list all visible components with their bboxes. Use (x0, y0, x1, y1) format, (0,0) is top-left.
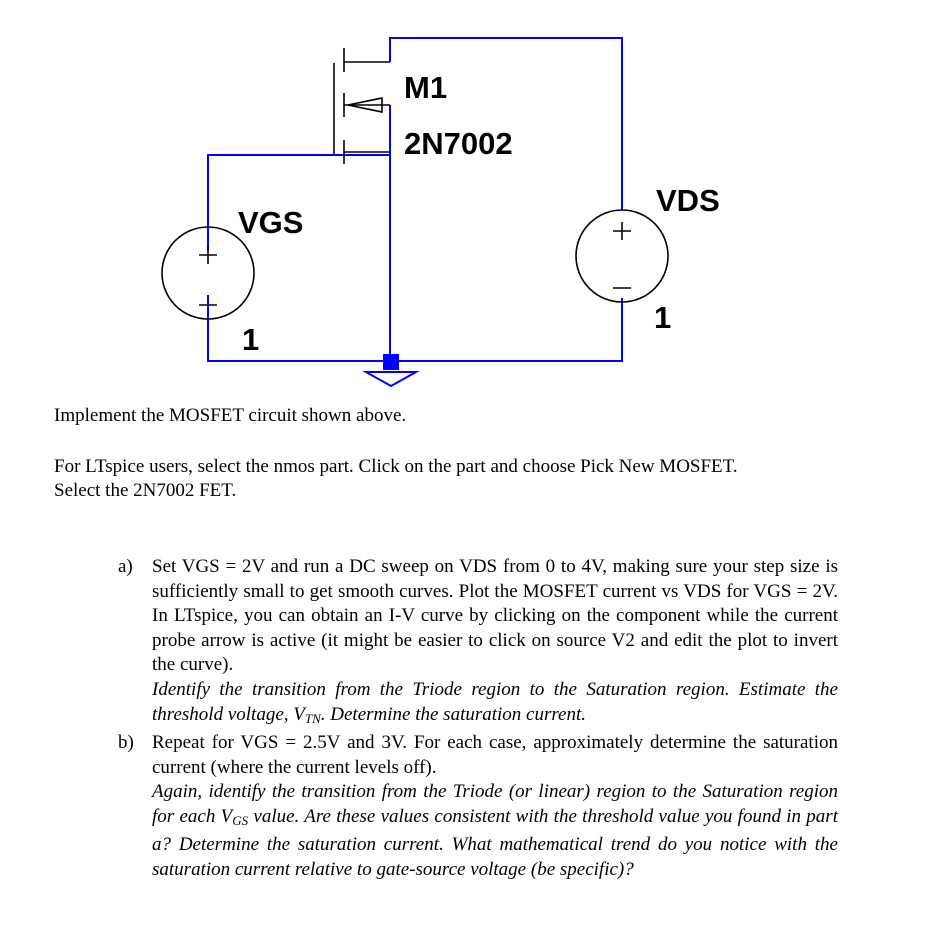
vgs-value-label: 1 (242, 322, 259, 357)
vgs-source-symbol (161, 226, 255, 320)
question-a-marker: a) (118, 556, 133, 577)
question-a-italic: Identify the transition from the Triode … (152, 678, 838, 726)
mosfet-symbol (333, 48, 390, 164)
question-a-text: Set VGS = 2V and run a DC sweep on VDS f… (152, 556, 838, 676)
circuit-schematic: M1 2N7002 VGS 1 VDS 1 (161, 37, 720, 388)
vds-value-label: 1 (654, 300, 671, 335)
ltspice-instructions: For LTspice users, select the nmos part.… (54, 455, 738, 503)
question-b-text: Repeat for VGS = 2.5V and 3V. For each c… (152, 732, 838, 778)
question-b: b) Repeat for VGS = 2.5V and 3V. For eac… (118, 731, 838, 883)
question-b-italic: Again, identify the transition from the … (152, 781, 838, 880)
vds-name-label: VDS (656, 183, 720, 218)
circuit-wires (207, 37, 623, 362)
mosfet-model-label: 2N7002 (404, 126, 513, 161)
ltspice-instructions-line1: For LTspice users, select the nmos part.… (54, 456, 738, 477)
question-b-marker: b) (118, 732, 134, 753)
vgs-name-label: VGS (238, 205, 303, 240)
vds-source-symbol (575, 209, 669, 303)
mosfet-name-label: M1 (404, 70, 447, 105)
question-a: a) Set VGS = 2V and run a DC sweep on VD… (118, 555, 838, 731)
ltspice-instructions-line2: Select the 2N7002 FET. (54, 480, 237, 501)
intro-paragraph: Implement the MOSFET circuit shown above… (54, 405, 407, 426)
ground-symbol (362, 354, 420, 388)
